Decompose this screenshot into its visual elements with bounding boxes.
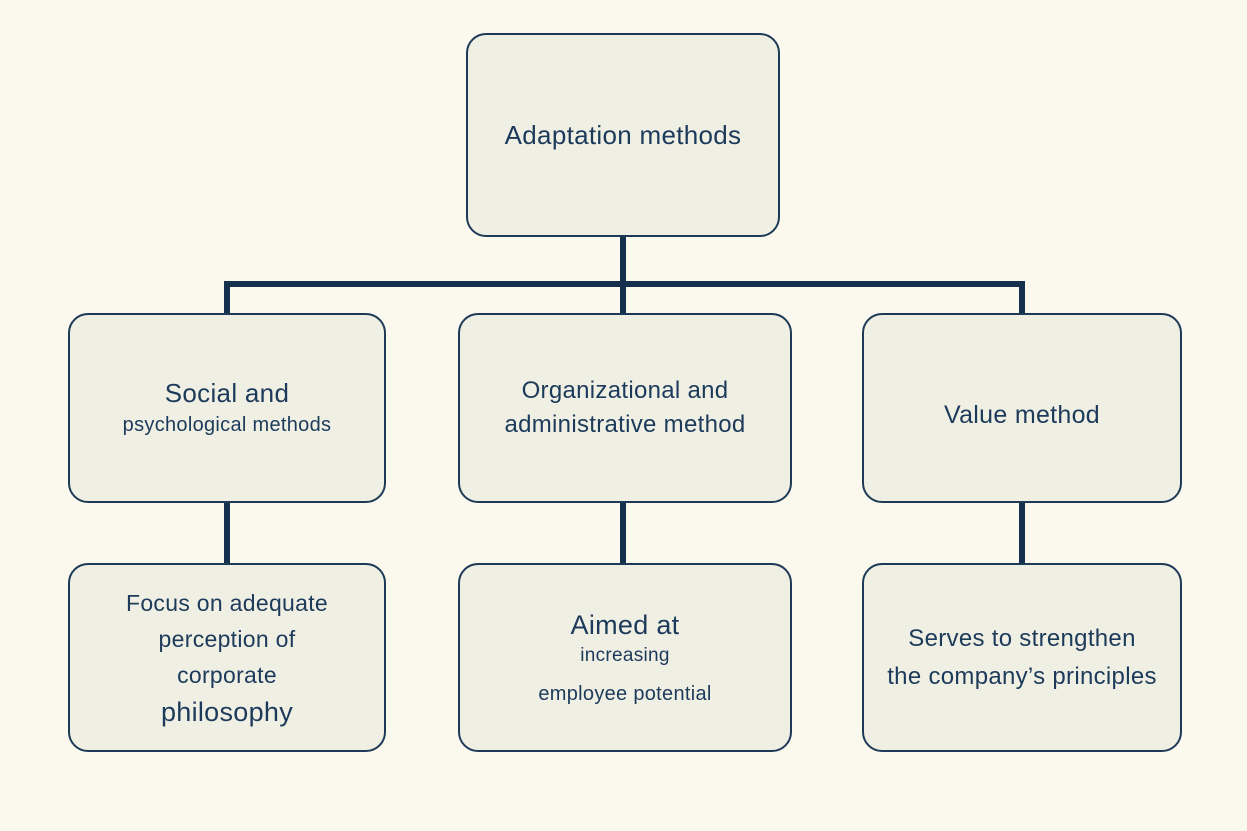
connector-root-stem	[620, 236, 626, 287]
connector-drop-social	[224, 281, 230, 314]
node-label: the company’s principles	[887, 662, 1157, 690]
node-adaptation-methods: Adaptation methods	[466, 33, 780, 237]
node-label: employee potential	[538, 682, 712, 705]
node-label: Adaptation methods	[504, 119, 742, 150]
node-label: Focus on adequate	[125, 589, 329, 616]
node-label: Aimed at	[570, 609, 680, 640]
node-label: Social and	[164, 378, 290, 408]
node-label: Value method	[943, 400, 1101, 429]
node-label: Serves to strengthen	[908, 624, 1136, 652]
node-label: philosophy	[160, 696, 294, 727]
node-value-method: Value method	[862, 313, 1182, 503]
node-label: perception of	[158, 625, 296, 652]
connector-value-detail	[1019, 502, 1025, 564]
node-label: psychological methods	[122, 414, 332, 436]
node-organizational-administrative-method: Organizational and administrative method	[458, 313, 792, 503]
node-employee-potential-detail: Aimed at increasing employee potential	[458, 563, 792, 752]
node-company-principles-detail: Serves to strengthen the company’s princ…	[862, 563, 1182, 752]
node-label: corporate	[177, 661, 277, 688]
connector-social-detail	[224, 502, 230, 564]
connector-drop-organizational	[620, 281, 626, 314]
node-label: Organizational and	[521, 377, 729, 404]
node-corporate-philosophy-detail: Focus on adequate perception of corporat…	[68, 563, 386, 752]
node-label: administrative method	[504, 411, 746, 438]
node-social-psychological-methods: Social and psychological methods	[68, 313, 386, 503]
connector-organizational-detail	[620, 502, 626, 564]
node-label: increasing	[580, 644, 670, 666]
connector-drop-value	[1019, 281, 1025, 314]
